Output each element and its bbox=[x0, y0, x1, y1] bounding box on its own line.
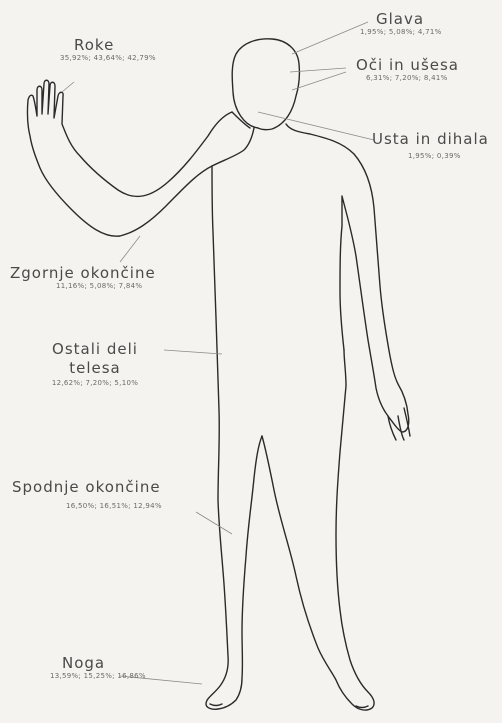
leader-oci-2 bbox=[292, 72, 346, 90]
leader-oci-1 bbox=[290, 68, 346, 72]
label-spodnje: Spodnje okončine 16,50%; 16,51%; 12,94% bbox=[12, 480, 162, 510]
leader-glava bbox=[292, 22, 368, 54]
noga-title: Noga bbox=[50, 656, 146, 671]
right-hand-outline bbox=[388, 408, 410, 440]
roke-title: Roke bbox=[60, 38, 156, 53]
label-noga: Noga 13,59%; 15,25%; 16,86% bbox=[50, 656, 146, 680]
noga-stats: 13,59%; 15,25%; 16,86% bbox=[50, 673, 146, 680]
usta-title: Usta in dihala bbox=[372, 132, 489, 147]
spodnje-stats: 16,50%; 16,51%; 12,94% bbox=[12, 503, 162, 510]
label-glava: Glava 1,95%; 5,08%; 4,71% bbox=[360, 12, 442, 36]
label-usta: Usta in dihala 1,95%; 0,39% bbox=[372, 132, 489, 160]
leader-roke bbox=[62, 82, 74, 92]
raised-arm-outline bbox=[27, 80, 254, 236]
glava-stats: 1,95%; 5,08%; 4,71% bbox=[360, 29, 442, 36]
right-leg-outline bbox=[262, 350, 374, 710]
usta-stats: 1,95%; 0,39% bbox=[372, 153, 489, 160]
glava-title: Glava bbox=[360, 12, 442, 27]
label-oci: Oči in ušesa 6,31%; 7,20%; 8,41% bbox=[356, 58, 459, 82]
zgornje-stats: 11,16%; 5,08%; 7,84% bbox=[10, 283, 156, 290]
oci-stats: 6,31%; 7,20%; 8,41% bbox=[356, 75, 459, 82]
spodnje-title: Spodnje okončine bbox=[12, 480, 162, 495]
zgornje-title: Zgornje okončine bbox=[10, 266, 156, 281]
ostali-title-line2: telesa bbox=[20, 361, 170, 376]
label-zgornje: Zgornje okončine 11,16%; 5,08%; 7,84% bbox=[10, 266, 156, 290]
oci-title: Oči in ušesa bbox=[356, 58, 459, 73]
feet-toes bbox=[210, 704, 368, 708]
leader-zgornje bbox=[120, 236, 140, 262]
ostali-stats: 12,62%; 7,20%; 5,10% bbox=[20, 380, 170, 387]
leader-spodnje bbox=[196, 512, 232, 534]
left-body-outline bbox=[206, 166, 262, 709]
right-arm-outline bbox=[286, 124, 409, 432]
ostali-title: Ostali deli bbox=[20, 342, 170, 357]
label-roke: Roke 35,92%; 43,64%; 42,79% bbox=[60, 38, 156, 62]
head-outline bbox=[232, 39, 299, 130]
leader-ostali bbox=[164, 350, 222, 354]
roke-stats: 35,92%; 43,64%; 42,79% bbox=[60, 55, 156, 62]
label-ostali: Ostali deli telesa 12,62%; 7,20%; 5,10% bbox=[20, 342, 170, 387]
